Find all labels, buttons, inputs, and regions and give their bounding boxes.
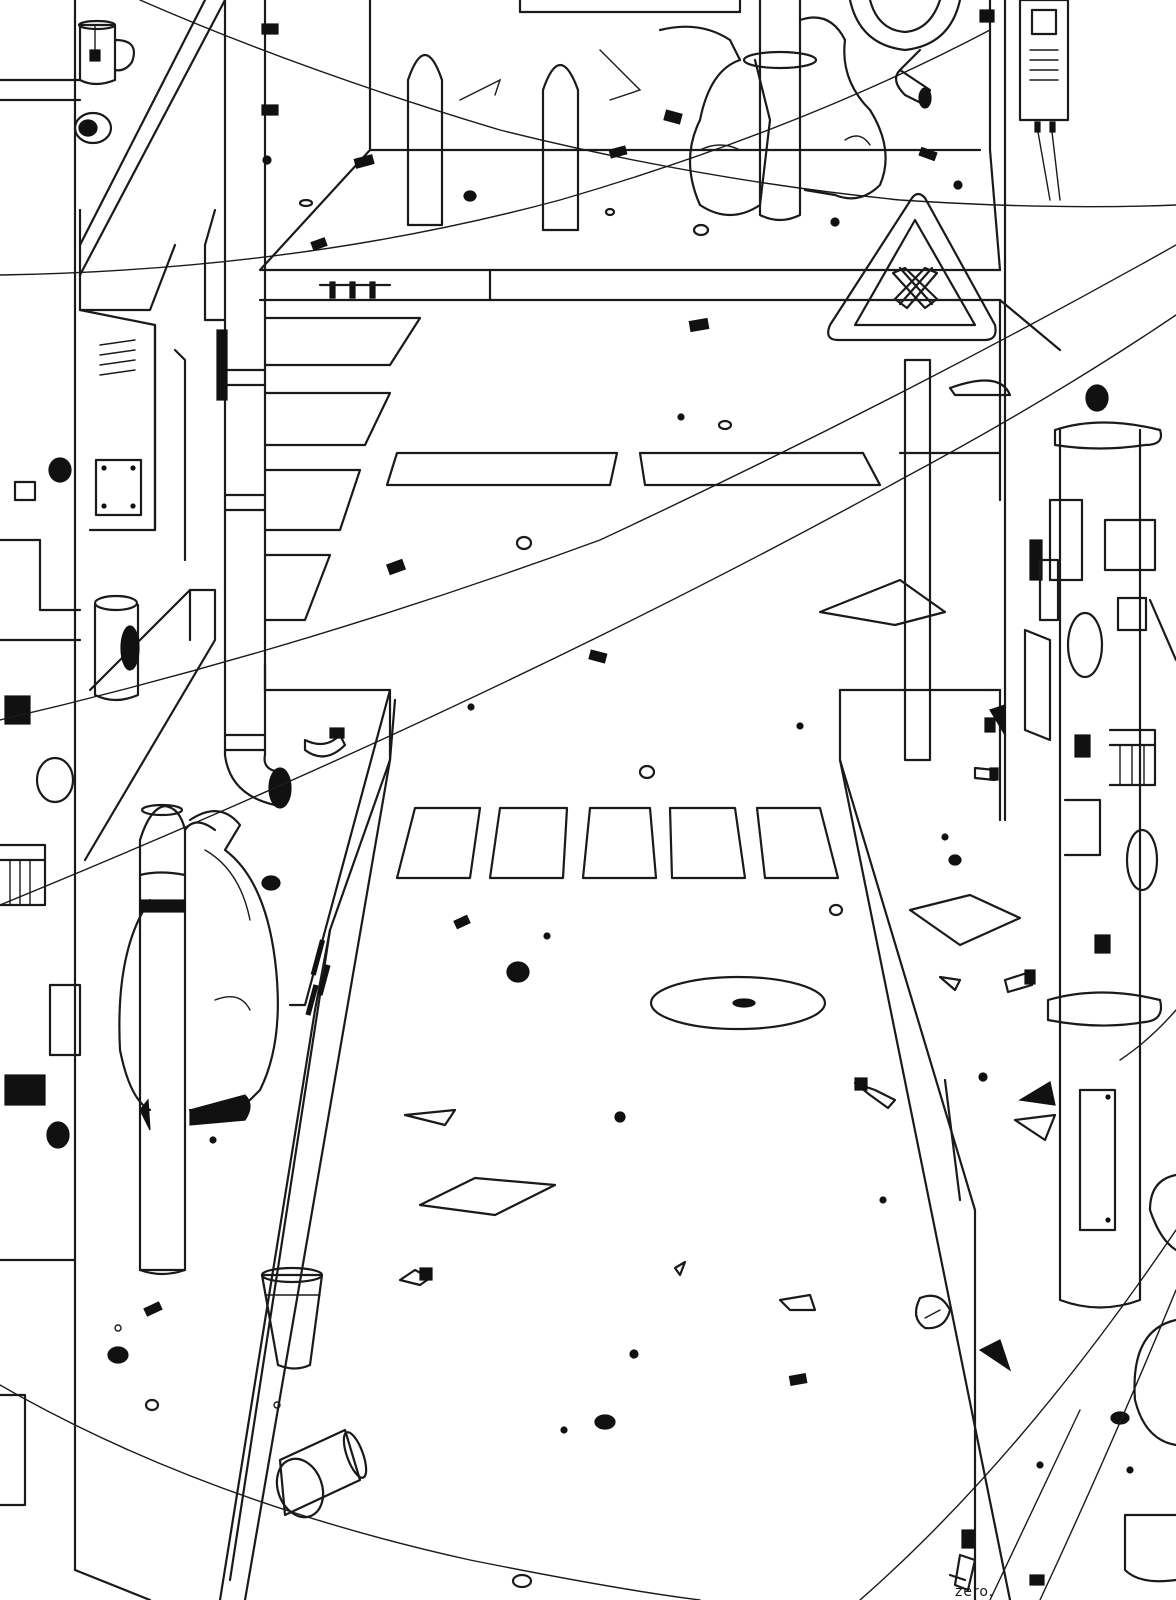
litter <box>107 109 1134 1592</box>
drainpipe-icon <box>173 0 292 809</box>
crossroads-warning-sign-icon <box>827 192 997 762</box>
right-building <box>979 0 1176 1583</box>
bollard-icon <box>138 803 187 1276</box>
cup-icon <box>275 1428 368 1519</box>
left-sidewalk <box>73 663 397 1600</box>
manhole-cover-icon <box>948 379 1012 397</box>
trash-bag-icon <box>658 16 887 216</box>
mug-icon <box>77 19 136 86</box>
trash-bag-icon <box>118 810 279 1131</box>
cup-icon <box>260 1266 324 1370</box>
zebra-crossing <box>263 316 1002 622</box>
round-sign <box>848 0 962 52</box>
right-sidewalk <box>838 688 1012 1600</box>
left-building <box>0 0 227 1572</box>
pipe-end <box>894 48 932 109</box>
manhole-cover-icon <box>649 975 827 1031</box>
zebra-crossing <box>395 806 840 880</box>
artist-signature: zero. <box>955 1584 994 1600</box>
far-pole <box>742 0 818 222</box>
far-bollard <box>541 63 580 232</box>
right-pole <box>1038 384 1163 1309</box>
far-bollard <box>406 53 444 227</box>
trash-can-icon <box>93 594 140 702</box>
far-sidewalk <box>258 0 1002 302</box>
